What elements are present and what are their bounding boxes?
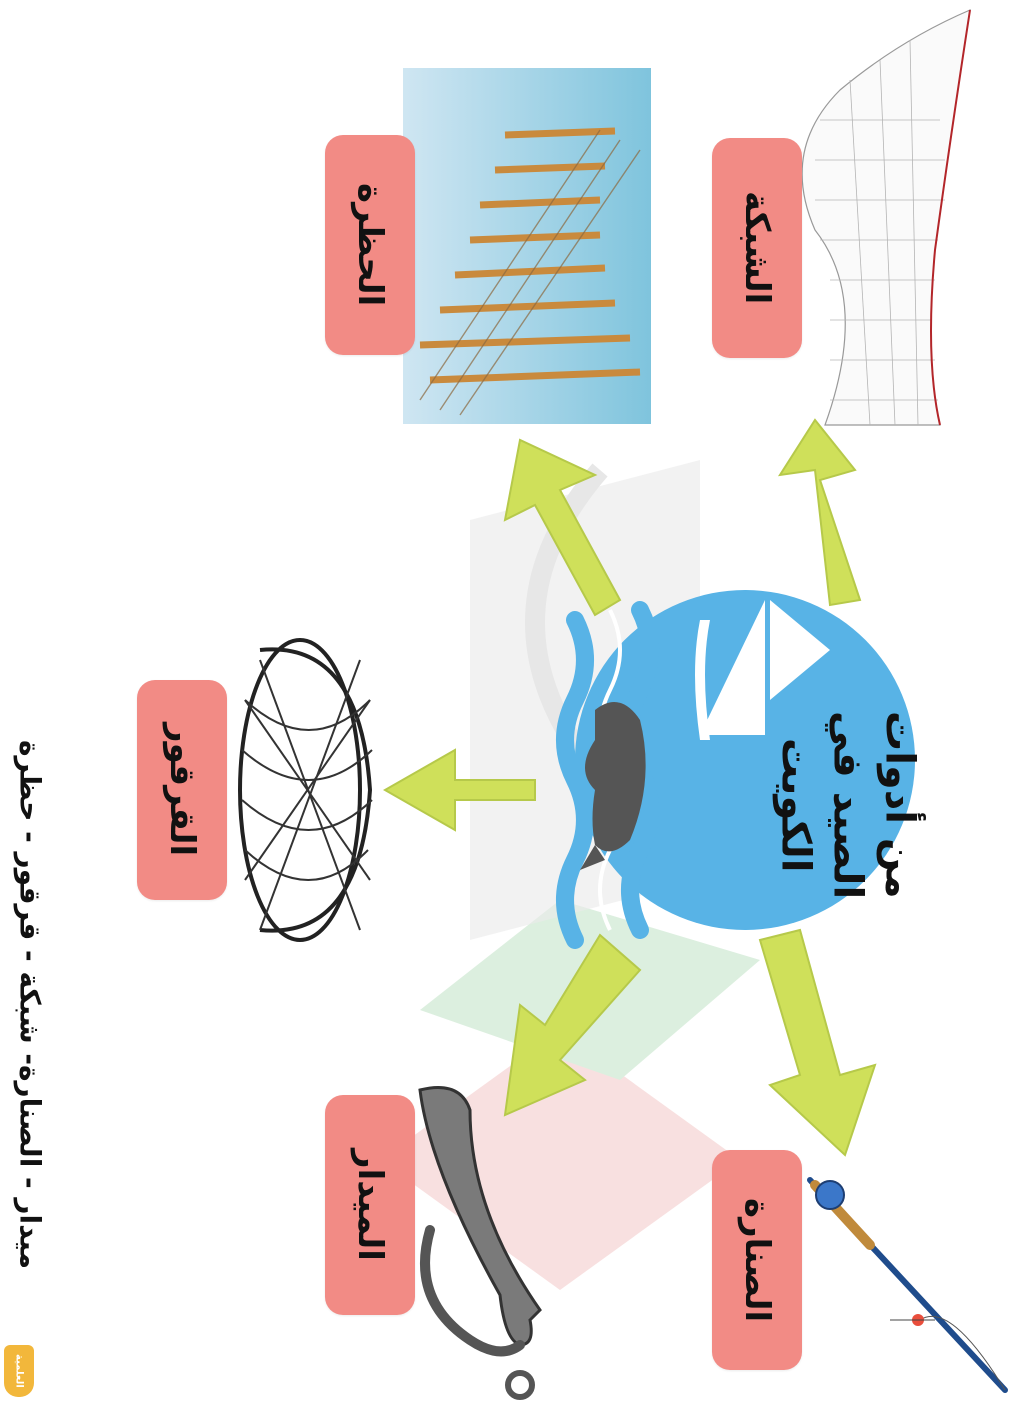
label-sinnara-text: الصنارة [737,1197,777,1323]
center-title-text: من أدوات الصيد في الكويت [772,710,923,900]
label-hadra-text: الحظرة [350,183,390,307]
arrow-to-gargour [382,748,536,832]
gargour-image [238,638,373,942]
label-hadra: الحظرة [325,135,415,355]
sinnara-image [807,1177,1008,1393]
arrow-to-hadra [503,438,622,617]
arrow-to-sinnara [758,928,877,1157]
label-gargour-text: القرقور [162,723,202,857]
label-meedar-text: الميدار [350,1149,390,1261]
hadra-image [403,68,651,424]
label-meedar: الميدار [325,1095,415,1315]
logo-badge: العلمية [4,1345,34,1397]
label-sinnara: الصنارة [712,1150,802,1370]
center-title: من أدوات الصيد في الكويت [773,655,923,955]
meedar-image [418,1086,542,1400]
label-shabaka: الشبكة [712,138,802,358]
label-gargour: القرقور [137,680,227,900]
answer-line-text: ميدار - الصنارة- شبكة - قرقور - حظرة [13,740,47,1270]
arrow-to-meedar [503,933,642,1117]
arrow-to-shabaka [777,418,862,607]
shabaka-image [801,9,971,426]
label-shabaka-text: الشبكة [737,191,777,305]
logo-text: العلمية [13,1354,25,1388]
center-emblem [556,590,915,949]
answer-line: ميدار - الصنارة- شبكة - قرقور - حظرة [0,610,60,1400]
